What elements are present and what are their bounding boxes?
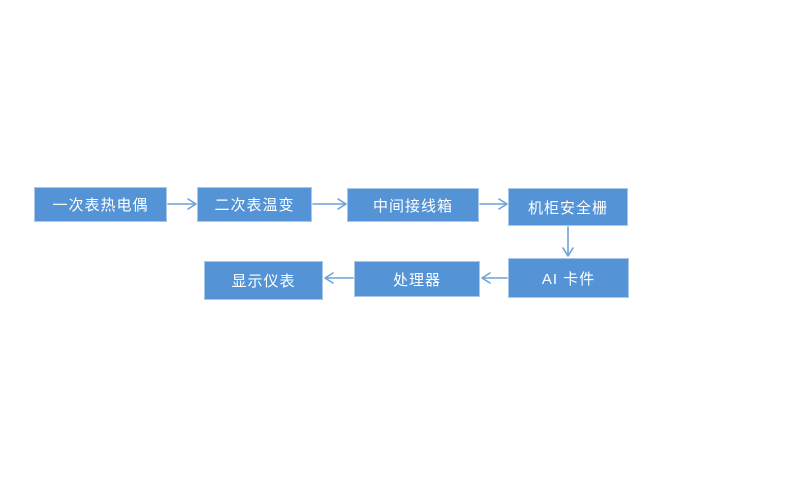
node-processor: 处理器 [354,261,480,297]
node-intermediate-junction-box: 中间接线箱 [347,188,479,222]
node-ai-card: AI 卡件 [508,258,629,298]
arrow-secondary-to-junction [312,198,347,210]
node-primary-thermocouple: 一次表热电偶 [34,187,167,222]
node-secondary-temp-transmitter: 二次表温变 [197,187,312,222]
arrow-junction-to-barrier [479,198,508,210]
arrow-processor-to-display [324,272,354,284]
arrow-barrier-to-aicard [562,226,574,257]
arrow-primary-to-secondary [167,198,197,210]
node-display-instrument: 显示仪表 [204,261,323,300]
node-cabinet-safety-barrier: 机柜安全栅 [508,188,628,226]
arrow-aicard-to-processor [481,272,508,284]
